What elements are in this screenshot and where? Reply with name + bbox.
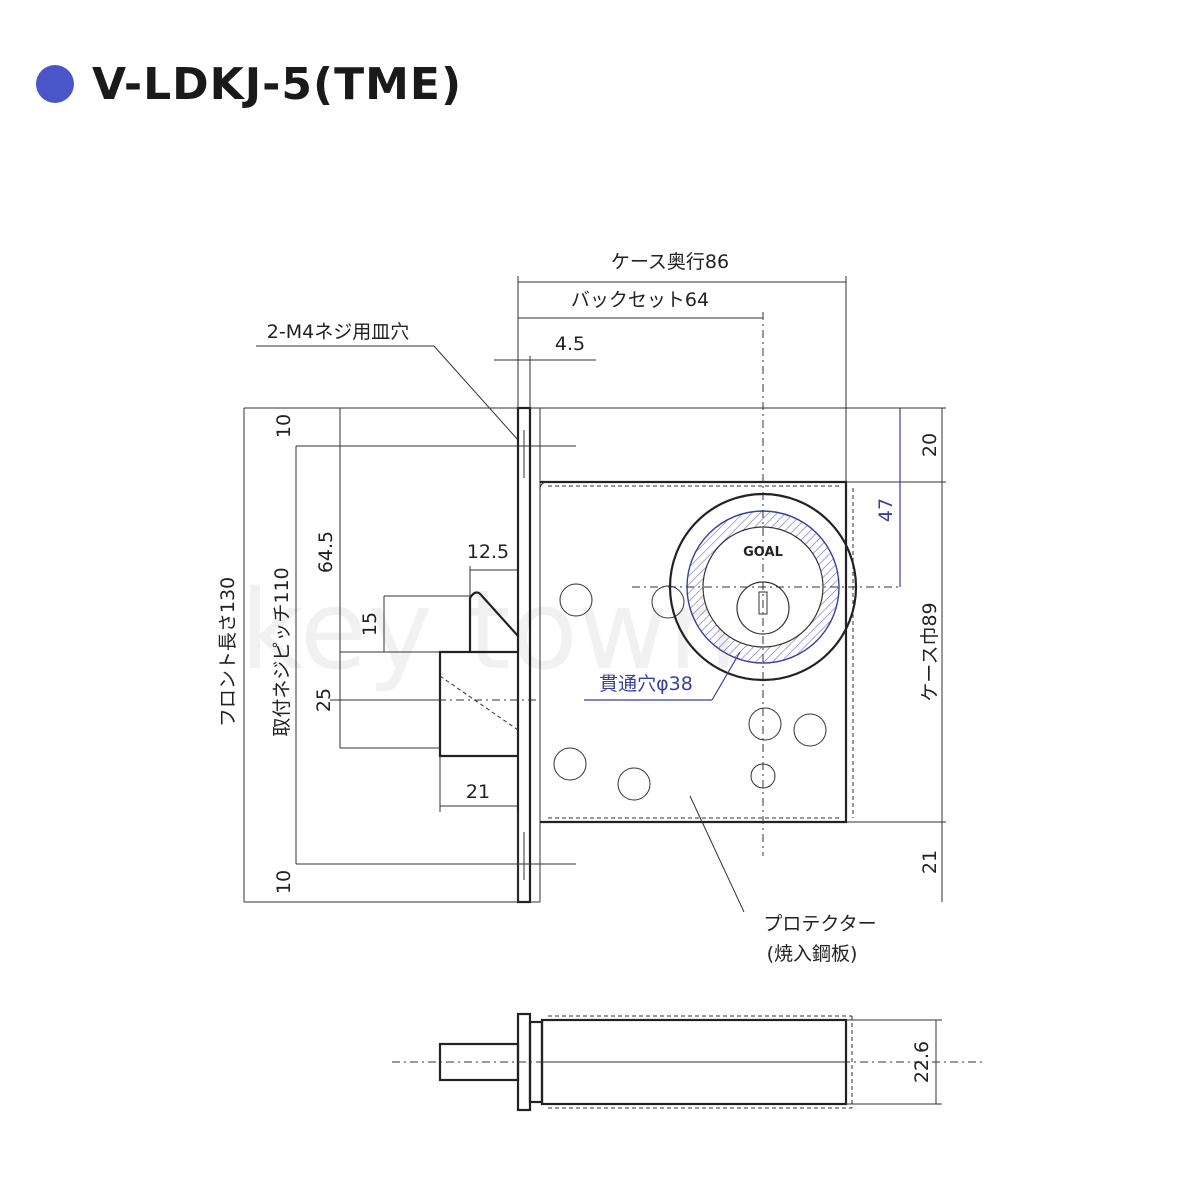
case-hole (651, 585, 685, 619)
title-bullet-dot (36, 65, 74, 103)
label-25: 25 (313, 688, 335, 712)
label-22-6: 22.6 (911, 1041, 933, 1083)
case-hole (553, 747, 587, 781)
label-12-5: 12.5 (467, 541, 509, 563)
front-view: GOAL フロント長さ130 取付ネジピッチ110 10 10 64.5 15 … (217, 251, 946, 965)
label-64-5: 64.5 (315, 531, 337, 573)
label-protector: プロテクター (763, 913, 876, 935)
title-bar: V-LDKJ-5(TME) (36, 54, 462, 114)
label-through-hole: 貫通穴φ38 (599, 673, 693, 695)
drawing-title: V-LDKJ-5(TME) (92, 58, 463, 110)
label-15: 15 (359, 612, 381, 636)
label-47: 47 (875, 498, 897, 522)
label-10-bottom: 10 (273, 870, 295, 894)
label-backset: バックセット64 (571, 289, 709, 311)
label-4-5: 4.5 (555, 333, 585, 355)
label-protector-material: (焼入鋼板) (767, 943, 858, 965)
label-21-right: 21 (919, 850, 941, 874)
label-screw-pitch: 取付ネジピッチ110 (271, 567, 293, 736)
case-hole (748, 707, 782, 741)
latch-bolt (438, 650, 518, 758)
label-10-top: 10 (273, 414, 295, 438)
label-front-length: フロント長さ130 (217, 577, 239, 727)
label-case-width: ケース巾89 (919, 602, 941, 701)
lock-case (540, 480, 848, 824)
bottom-view: 22.6 (392, 1012, 982, 1112)
case-hole (793, 713, 827, 747)
front-plate (516, 406, 532, 904)
label-screw-hole: 2-M4ネジ用皿穴 (267, 321, 409, 343)
case-hole (617, 767, 651, 801)
case-hole (559, 583, 593, 617)
label-case-depth: ケース奥行86 (611, 251, 729, 273)
label-21-bolt: 21 (466, 781, 490, 803)
label-20: 20 (919, 433, 941, 457)
